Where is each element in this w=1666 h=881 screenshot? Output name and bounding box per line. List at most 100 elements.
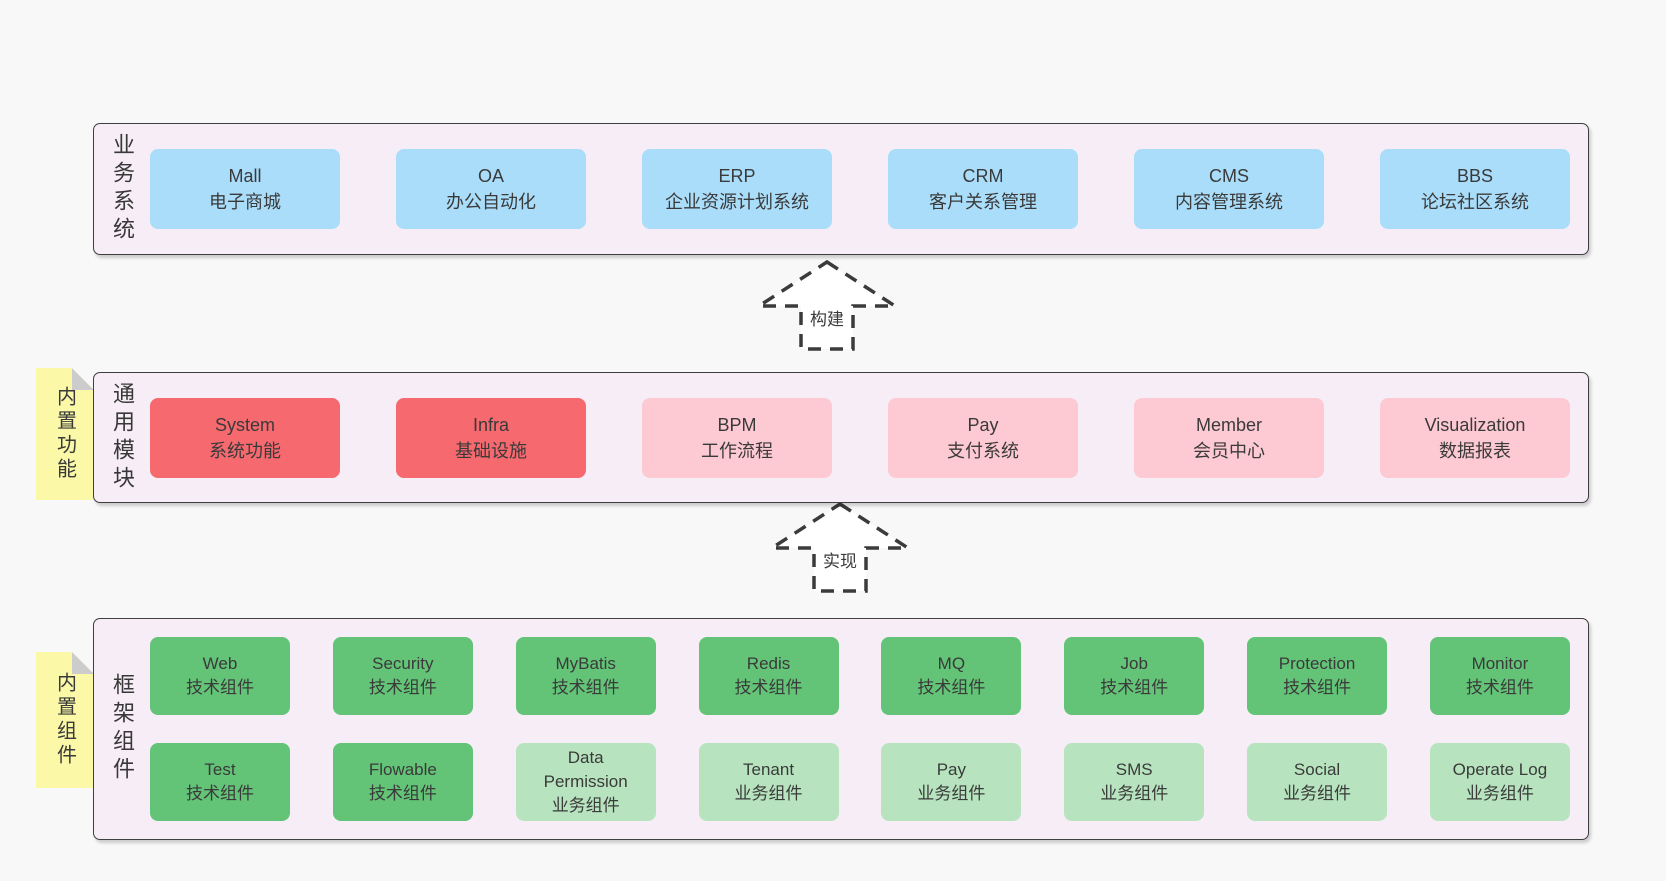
box-title: Tenant <box>743 760 795 779</box>
box-title: BBS <box>1456 166 1494 186</box>
box-subtitle: 论坛社区系统 <box>1421 192 1529 212</box>
box-title: Operate Log <box>1452 760 1548 779</box>
box-subtitle: 支付系统 <box>947 440 1019 461</box>
box-subtitle: 系统功能 <box>209 440 281 461</box>
builtin-features-sticky-note: 内置功能 <box>36 368 94 500</box>
box-title: CRM <box>962 166 1004 186</box>
box-title: Data Permission <box>543 748 628 791</box>
box-title: Flowable <box>368 760 437 779</box>
box-subtitle: 技术组件 <box>186 678 254 697</box>
box-title: Web <box>202 654 238 673</box>
framework-row-1: Web 技术组件 Security 技术组件 MyBatis 技术组件 Redi… <box>150 637 1570 715</box>
box-title: Member <box>1195 414 1262 435</box>
framework-components-panel: 框架组件 Web 技术组件 Security 技术组件 MyBatis 技术组件… <box>93 618 1589 840</box>
box-subtitle: 客户关系管理 <box>929 192 1037 212</box>
framework-box-operate-log: Operate Log 业务组件 <box>1429 743 1570 821</box>
box-subtitle: 工作流程 <box>701 440 773 461</box>
box-subtitle: 业务组件 <box>734 784 803 803</box>
framework-box-mq: MQ 技术组件 <box>881 637 1022 715</box>
module-box-visualization: Visualization 数据报表 <box>1380 397 1570 478</box>
box-subtitle: 业务组件 <box>1465 784 1534 803</box>
common-modules-panel: 通用模块 System 系统功能 Infra 基础设施 BPM 工作流程 Pay… <box>93 372 1589 503</box>
box-title: Protection <box>1278 654 1356 673</box>
framework-box-social: Social 业务组件 <box>1247 743 1388 821</box>
box-subtitle: 技术组件 <box>917 678 986 697</box>
box-title: MyBatis <box>555 654 616 673</box>
box-subtitle: 业务组件 <box>1283 784 1352 803</box>
business-box-crm: CRM 客户关系管理 <box>888 149 1078 229</box>
box-title: Pay <box>936 760 967 779</box>
box-subtitle: 电子商城 <box>209 192 281 212</box>
box-subtitle: 内容管理系统 <box>1175 192 1283 212</box>
framework-box-sms: SMS 业务组件 <box>1064 743 1205 821</box>
box-title: Monitor <box>1471 654 1529 673</box>
box-title: ERP <box>718 166 756 186</box>
framework-box-flowable: Flowable 技术组件 <box>332 743 473 821</box>
framework-box-security: Security 技术组件 <box>332 637 473 715</box>
framework-box-monitor: Monitor 技术组件 <box>1429 637 1570 715</box>
box-title: Test <box>204 760 236 779</box>
box-title: Job <box>1120 654 1148 673</box>
module-box-pay: Pay 支付系统 <box>888 397 1078 478</box>
business-systems-content: Mall 电子商城 OA 办公自动化 ERP 企业资源计划系统 CRM 客户关系… <box>150 124 1588 254</box>
implement-arrow-label: 实现 <box>819 546 861 573</box>
module-box-bpm: BPM 工作流程 <box>642 397 832 478</box>
box-subtitle: 业务组件 <box>917 784 986 803</box>
folded-corner-icon <box>72 368 94 390</box>
box-subtitle: 技术组件 <box>368 678 437 697</box>
box-subtitle: 技术组件 <box>368 784 437 803</box>
box-subtitle: 办公自动化 <box>446 192 536 212</box>
box-subtitle: 技术组件 <box>186 784 254 803</box>
box-title: Mall <box>228 166 262 186</box>
framework-box-mybatis: MyBatis 技术组件 <box>515 637 656 715</box>
business-systems-side-label: 业务系统 <box>94 124 150 254</box>
box-subtitle: 业务组件 <box>551 796 620 815</box>
side-label-text: 框架组件 <box>110 673 135 785</box>
framework-components-content: Web 技术组件 Security 技术组件 MyBatis 技术组件 Redi… <box>150 619 1588 839</box>
box-title: SMS <box>1115 760 1153 779</box>
sticky-note-text: 内置组件 <box>53 672 76 768</box>
framework-components-side-label: 框架组件 <box>94 619 150 839</box>
box-title: System <box>214 414 275 435</box>
framework-box-job: Job 技术组件 <box>1064 637 1205 715</box>
box-subtitle: 会员中心 <box>1193 440 1265 461</box>
framework-box-redis: Redis 技术组件 <box>698 637 839 715</box>
box-title: Redis <box>746 654 791 673</box>
box-title: Security <box>372 654 434 673</box>
framework-box-data-permission: Data Permission 业务组件 <box>515 743 656 821</box>
box-subtitle: 业务组件 <box>1100 784 1169 803</box>
side-label-text: 业务系统 <box>110 133 135 245</box>
build-arrow-label: 构建 <box>806 304 848 331</box>
business-box-cms: CMS 内容管理系统 <box>1134 149 1324 229</box>
box-title: Visualization <box>1424 414 1526 435</box>
side-label-text: 通用模块 <box>110 381 135 494</box>
business-box-oa: OA 办公自动化 <box>396 149 586 229</box>
framework-row-2: Test 技术组件 Flowable 技术组件 Data Permission … <box>150 743 1570 821</box>
module-box-member: Member 会员中心 <box>1134 397 1324 478</box>
implement-arrow: 实现 <box>765 500 915 595</box>
box-title: Social <box>1293 760 1341 779</box>
module-box-infra: Infra 基础设施 <box>396 397 586 478</box>
module-box-system: System 系统功能 <box>150 397 340 478</box>
sticky-note-text: 内置功能 <box>53 386 76 482</box>
box-title: Infra <box>472 414 510 435</box>
box-title: MQ <box>937 654 966 673</box>
box-subtitle: 技术组件 <box>551 678 620 697</box>
build-arrow: 构建 <box>752 258 902 353</box>
box-title: Pay <box>967 414 999 435</box>
box-subtitle: 企业资源计划系统 <box>665 192 809 212</box>
framework-box-protection: Protection 技术组件 <box>1247 637 1388 715</box>
box-subtitle: 数据报表 <box>1439 440 1511 461</box>
box-subtitle: 基础设施 <box>455 440 527 461</box>
box-subtitle: 技术组件 <box>1465 678 1534 697</box>
box-title: CMS <box>1209 166 1249 186</box>
business-box-erp: ERP 企业资源计划系统 <box>642 149 832 229</box>
box-subtitle: 技术组件 <box>1100 678 1169 697</box>
business-box-bbs: BBS 论坛社区系统 <box>1380 149 1570 229</box>
business-box-mall: Mall 电子商城 <box>150 149 340 229</box>
business-systems-panel: 业务系统 Mall 电子商城 OA 办公自动化 ERP 企业资源计划系统 CRM… <box>93 123 1589 255</box>
builtin-components-sticky-note: 内置组件 <box>36 652 94 788</box>
box-subtitle: 技术组件 <box>1283 678 1352 697</box>
box-title: BPM <box>717 414 757 435</box>
framework-box-web: Web 技术组件 <box>150 637 290 715</box>
